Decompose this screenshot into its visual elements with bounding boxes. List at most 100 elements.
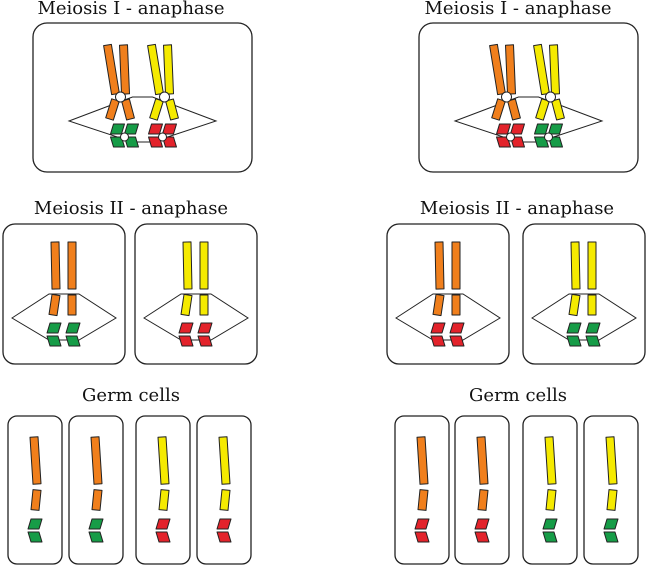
big-chromatid-yellow-b [549,44,565,121]
small-chromatid-red-a-upper [148,123,163,135]
centromere [115,91,126,103]
chromatid-yellow-left-short-arm [180,293,193,317]
germ-cell-left-4 [196,415,252,565]
small-chromatid-green-right [65,322,81,347]
small-chromatid-green-b [124,123,139,148]
small-chromatid-green [88,518,104,543]
small-chromatid-green-right [585,322,601,347]
title-germ-cells-left: Germ cells [82,385,180,406]
small-chromatid-green-right-lower [585,335,601,347]
germ-cell-right-3 [522,415,578,565]
small-chromatid-red-upper [155,518,171,530]
chromatid-orange-long-arm [416,436,429,485]
chromatid-yellow [544,436,557,511]
small-chromatid-green-lower [88,531,104,543]
title-germ-cells-right: Germ cells [469,385,567,406]
title-meiosis2-left: Meiosis II - anaphase [33,198,229,219]
big-chromatid-yellow-b-short-arm [165,98,179,121]
chromatid-orange-right-short-arm [451,294,461,316]
chromatid-orange-short-arm [30,489,42,511]
title-meiosis1-left: Meiosis I - anaphase [37,0,225,19]
small-chromatid-red [155,518,171,543]
chromatid-orange-short-arm [477,489,489,511]
big-chromatid-orange-b [505,44,521,121]
chromatid-orange-right-short-arm [67,294,77,316]
chromatid-orange-left-short-arm [432,293,445,317]
small-chromatid-green [542,518,558,543]
centromere [158,132,167,142]
small-chromatid-green-b-upper [124,123,139,135]
small-chromatid-red-left [178,322,194,347]
title-meiosis2-right: Meiosis II - anaphase [419,198,615,219]
small-chromatid-red-lower [155,531,171,543]
small-chromatid-green-upper [542,518,558,530]
small-chromatid-green [603,518,619,543]
chromatid-yellow-short-arm [219,489,231,511]
centromere [120,132,129,142]
chromatid-yellow-long-arm [218,436,231,485]
small-chromatid-green-left-upper [46,322,62,334]
small-chromatid-green-left [46,322,62,347]
small-chromatid-green-left-lower [566,335,582,347]
small-chromatid-red-left-lower [178,335,194,347]
centromere [545,91,556,103]
centromere [159,91,170,103]
small-chromatid-green-right-upper [585,322,601,334]
chromatid-yellow-short-arm [545,489,557,511]
chromatid-orange-long-arm [29,436,42,485]
small-chromatid-green-right-lower [65,335,81,347]
small-chromatid-green-a-upper [534,123,549,135]
germ-cell-left-2 [68,415,124,565]
small-chromatid-green-left [566,322,582,347]
chromatid-orange-long-arm [476,436,489,485]
small-chromatid-green [27,518,43,543]
big-chromatid-orange-b-long-arm [505,44,516,95]
big-chromatid-yellow-b [163,44,179,121]
small-chromatid-green-lower [27,531,43,543]
chromatid-yellow-left-long-arm [570,241,581,290]
meiosis1-cell-left [32,22,253,173]
small-chromatid-green-upper [88,518,104,530]
germ-cell-right-4 [583,415,639,565]
chromatid-orange-short-arm [91,489,103,511]
centromere [506,132,515,142]
small-chromatid-red-right-lower [197,335,213,347]
small-chromatid-red-right-upper [197,322,213,334]
chromatid-yellow-left [568,241,581,317]
small-chromatid-red-left-lower [430,335,446,347]
chromatid-yellow-right-long-arm [199,241,209,290]
chromatid-orange [90,436,103,511]
small-chromatid-green-lower [603,531,619,543]
chromatid-orange [476,436,489,511]
small-chromatid-green-lower [542,531,558,543]
chromatid-orange-left-long-arm [434,241,445,290]
small-chromatid-red-right [449,322,465,347]
small-chromatid-red-right-upper [449,322,465,334]
small-chromatid-red-upper [474,518,490,530]
small-chromatid-red-right [197,322,213,347]
chromatid-yellow-right [199,241,209,316]
chromatid-yellow [157,436,170,511]
small-chromatid-red-left [430,322,446,347]
small-chromatid-green-a-upper [110,123,125,135]
chromatid-yellow-short-arm [606,489,618,511]
germ-cell-right-2 [454,415,510,565]
meiosis2-cell-right-1 [386,223,510,365]
small-chromatid-red-left-upper [178,322,194,334]
big-chromatid-orange-b-short-arm [507,98,521,121]
chromatid-yellow [218,436,231,511]
chromatid-yellow-right [587,241,597,316]
chromatid-yellow-left-long-arm [182,241,193,290]
title-meiosis1-right: Meiosis I - anaphase [424,0,612,19]
chromatid-yellow-right-short-arm [199,294,209,316]
chromatid-yellow-short-arm [158,489,170,511]
big-chromatid-orange-b-short-arm [121,98,135,121]
chromatid-yellow-long-arm [157,436,170,485]
chromatid-orange-right-long-arm [67,241,77,290]
big-chromatid-yellow-b-long-arm [163,44,174,95]
chromatid-orange [29,436,42,511]
small-chromatid-red-right-lower [449,335,465,347]
small-chromatid-red-a-upper [496,123,511,135]
small-chromatid-red-upper [414,518,430,530]
